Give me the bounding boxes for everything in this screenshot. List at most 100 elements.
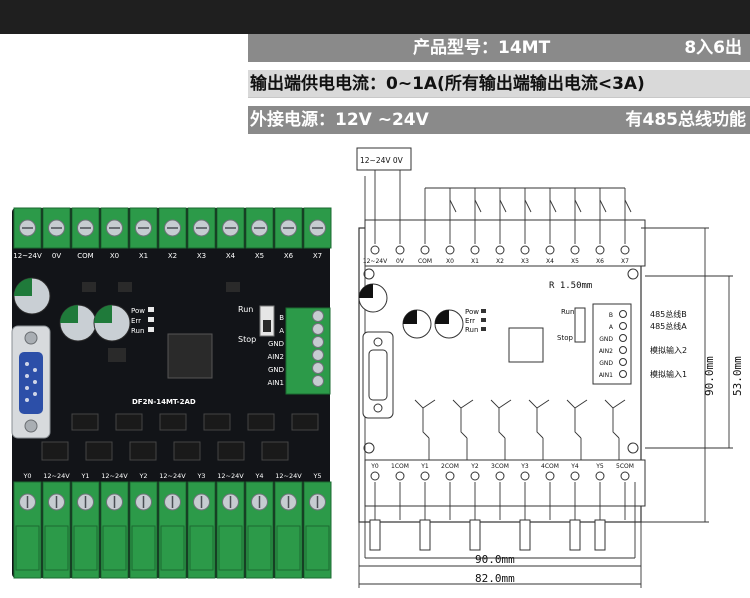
io-count: 8入6出 [684, 38, 742, 58]
board-top-label: X1 [139, 252, 148, 260]
diag-top-label: 12~24V [363, 258, 388, 265]
board-top-label: X0 [110, 252, 119, 260]
screw-icon [312, 310, 324, 322]
terminal-screw [619, 346, 627, 354]
terminal-screw [520, 245, 530, 255]
board-top-label: X3 [197, 252, 206, 260]
transistor-symbol [414, 399, 430, 439]
board-bottom-label: Y0 [22, 472, 31, 480]
diag-right-label: AIN2 [599, 348, 613, 355]
board-bottom-label: 12~24V [275, 472, 302, 480]
top-dark-bar [0, 0, 750, 34]
relay-component [217, 441, 245, 461]
board-model-text: DF2N-14MT-2AD [132, 398, 196, 406]
transistor-symbol [452, 399, 468, 439]
terminal-screw [495, 471, 505, 481]
switch-run-label: Run [238, 305, 253, 314]
board-right-label: GND [268, 340, 284, 348]
rs485-text: 有485总线功能 [625, 110, 747, 130]
diag-bottom-label: Y2 [470, 463, 479, 470]
diag-stop-side-label: Stop [557, 334, 573, 342]
mount-hole [363, 268, 375, 280]
transistor [291, 413, 319, 431]
diag-right-label: AIN1 [599, 372, 613, 379]
board-bottom-label: 12~24V [101, 472, 128, 480]
load-resistor [369, 519, 381, 551]
diag-bottom-label: 3COM [491, 463, 509, 470]
load-resistor [519, 519, 531, 551]
diag-bottom-label: 1COM [391, 463, 409, 470]
relay-component [173, 441, 201, 461]
transistor-symbol [566, 399, 582, 439]
transistor-symbol [528, 399, 544, 439]
board-right-label: AIN2 [267, 353, 284, 361]
terminal-screw [595, 245, 605, 255]
run-led [148, 327, 154, 332]
terminal-screw [595, 471, 605, 481]
diag-bottom-label: 5COM [616, 463, 634, 470]
transistor [247, 413, 275, 431]
led [481, 318, 486, 322]
board-bottom-label: 12~24V [159, 472, 186, 480]
terminal-screw [619, 358, 627, 366]
terminal-screw [445, 471, 455, 481]
terminal-screw [619, 334, 627, 342]
transistor [203, 413, 231, 431]
diag-right-label: GND [599, 336, 613, 343]
switch-stop-label: Stop [238, 335, 256, 344]
radius-label: R 1.50mm [549, 281, 592, 291]
terminal-screw [470, 471, 480, 481]
terminal-screw [395, 471, 405, 481]
relay-component [41, 441, 69, 461]
diag-run-side-label: Run [561, 308, 574, 316]
supply-box [356, 147, 412, 171]
load-resistor [469, 519, 481, 551]
relay-component [85, 441, 113, 461]
terminal-screw [395, 245, 405, 255]
terminal-screw [570, 245, 580, 255]
diag-right-desc: 模拟输入1 [650, 369, 687, 379]
capacitor-icon [358, 283, 388, 313]
diag-top-label: COM [418, 258, 432, 265]
terminal-screw [620, 471, 630, 481]
screw-icon [312, 323, 324, 335]
board-top-label: X7 [313, 252, 322, 260]
dim-height-inner: 53.0mm [731, 356, 744, 396]
diagram-bottom-strip [364, 459, 646, 507]
diag-top-label: X4 [546, 258, 554, 265]
board-top-label: COM [77, 252, 93, 260]
small-chip [226, 282, 240, 292]
capacitor-icon [93, 304, 131, 342]
diag-err-label: Err [465, 317, 475, 325]
relay-component [129, 441, 157, 461]
load-resistor [419, 519, 431, 551]
board-bottom-label: Y3 [196, 472, 205, 480]
transistor [71, 413, 99, 431]
run-stop-switch [574, 307, 586, 343]
dimension-lines [358, 227, 733, 588]
terminal-screw [520, 471, 530, 481]
board-right-label: B [279, 314, 284, 322]
diag-right-label: A [609, 324, 614, 331]
mcu-chip [167, 333, 213, 379]
diag-top-label: 0V [396, 258, 405, 265]
board-bottom-label: Y1 [80, 472, 89, 480]
terminal-screw [545, 245, 555, 255]
terminal-screw [420, 245, 430, 255]
board-top-label: X6 [284, 252, 294, 260]
terminal-screw [619, 310, 627, 318]
led [481, 309, 486, 313]
inductor [108, 348, 126, 362]
diag-top-label: X0 [446, 258, 454, 265]
diagram-transistors [414, 399, 626, 460]
transistor [159, 413, 187, 431]
terminal-screw [545, 471, 555, 481]
diag-top-label: X2 [496, 258, 504, 265]
small-chip [118, 282, 132, 292]
board-top-label: X4 [226, 252, 236, 260]
board-right-label: AIN1 [267, 379, 284, 387]
